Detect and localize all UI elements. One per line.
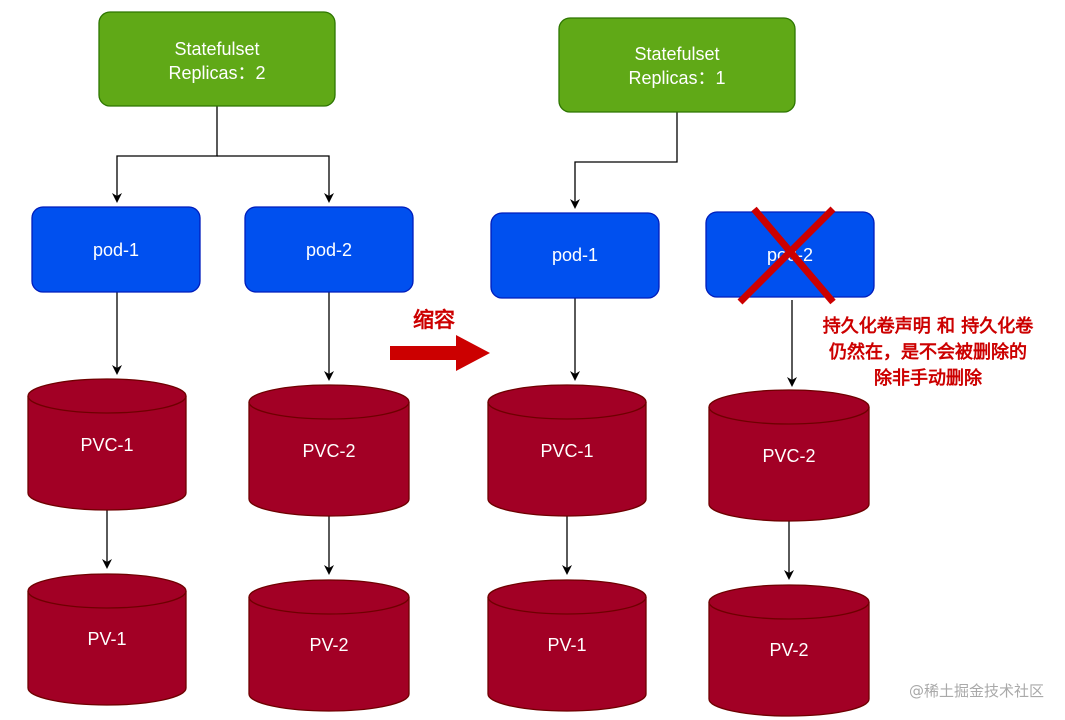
statefulset-node-right[interactable]: Statefulset Replicas：1 bbox=[558, 17, 796, 113]
cylinder-rim bbox=[248, 596, 410, 615]
pv-cylinder-right-2[interactable]: PV-2 bbox=[708, 584, 870, 717]
cylinder-body bbox=[248, 579, 410, 712]
statefulset-replicas: Replicas：1 bbox=[628, 68, 725, 88]
statefulset-node-left[interactable]: Statefulset Replicas：2 bbox=[98, 11, 336, 107]
note-line-3: 除非手动删除 bbox=[874, 367, 983, 389]
pv-label: PV-2 bbox=[769, 640, 808, 660]
cylinder-body bbox=[708, 584, 870, 717]
pod-box bbox=[244, 206, 414, 293]
pvc-cylinder-right-2[interactable]: PVC-2 bbox=[708, 389, 870, 522]
cylinder-body bbox=[487, 384, 647, 517]
pvc-cylinder-right-1[interactable]: PVC-1 bbox=[487, 384, 647, 517]
cylinder-body bbox=[27, 378, 187, 511]
statefulset-name: Statefulset bbox=[634, 44, 719, 64]
cylinder-rim bbox=[248, 401, 410, 420]
pod-box bbox=[490, 212, 660, 299]
pv-cylinder-left-1[interactable]: PV-1 bbox=[27, 573, 187, 706]
pod-node-right-1[interactable]: pod-1 bbox=[490, 212, 660, 299]
left-diagram: Statefulset Replicas：2 pod-1 pod-2 PVC-1… bbox=[27, 11, 414, 712]
pod-node-left-2[interactable]: pod-2 bbox=[244, 206, 414, 293]
cylinder-rim bbox=[487, 596, 647, 615]
right-diagram: Statefulset Replicas：1 pod-1 pod-2 持久化卷声… bbox=[487, 17, 1035, 717]
pod-label: pod-1 bbox=[552, 245, 598, 265]
cylinder-rim bbox=[27, 590, 187, 609]
cylinder-body bbox=[708, 389, 870, 522]
cylinder-rim bbox=[487, 401, 647, 420]
pv-cylinder-right-1[interactable]: PV-1 bbox=[487, 579, 647, 712]
pv-label: PV-1 bbox=[87, 629, 126, 649]
pvc-label: PVC-1 bbox=[80, 435, 133, 455]
pv-label: PV-1 bbox=[547, 635, 586, 655]
cylinder-body bbox=[248, 384, 410, 517]
scale-down-arrow-icon bbox=[390, 335, 490, 371]
pvc-label: PVC-2 bbox=[302, 441, 355, 461]
statefulset-replicas: Replicas：2 bbox=[168, 63, 265, 83]
note-line-1: 持久化卷声明 和 持久化卷 bbox=[823, 315, 1035, 337]
cylinder-rim bbox=[708, 406, 870, 425]
statefulset-box bbox=[558, 17, 796, 113]
scale-down-label: 缩容 bbox=[413, 308, 455, 332]
cylinder-body bbox=[27, 573, 187, 706]
pod-label: pod-2 bbox=[306, 240, 352, 260]
pvc-label: PVC-1 bbox=[540, 441, 593, 461]
watermark: @稀土掘金技术社区 bbox=[909, 682, 1044, 700]
statefulset-name: Statefulset bbox=[174, 39, 259, 59]
cylinder-body bbox=[487, 579, 647, 712]
note-line-2: 仍然在，是不会被删除的 bbox=[828, 341, 1027, 363]
pvc-cylinder-left-1[interactable]: PVC-1 bbox=[27, 378, 187, 511]
pvc-label: PVC-2 bbox=[762, 446, 815, 466]
pod-label: pod-1 bbox=[93, 240, 139, 260]
pvc-cylinder-left-2[interactable]: PVC-2 bbox=[248, 384, 410, 517]
deleted-x-icon bbox=[737, 206, 836, 305]
pv-label: PV-2 bbox=[309, 635, 348, 655]
retention-note: 持久化卷声明 和 持久化卷 仍然在，是不会被删除的 除非手动删除 bbox=[823, 315, 1035, 389]
connector-statefulset-to-pod-1 bbox=[570, 112, 678, 209]
scale-down-indicator: 缩容 bbox=[390, 308, 490, 371]
statefulset-box bbox=[98, 11, 336, 107]
connector-statefulset-to-pod-2 bbox=[217, 155, 334, 203]
cylinder-rim bbox=[708, 601, 870, 620]
pod-node-right-2-deleted[interactable]: pod-2 bbox=[705, 206, 875, 305]
cylinder-rim bbox=[27, 395, 187, 414]
pod-node-left-1[interactable]: pod-1 bbox=[31, 206, 201, 293]
pod-box bbox=[31, 206, 201, 293]
connector-statefulset-to-pod-1 bbox=[112, 106, 218, 203]
pv-cylinder-left-2[interactable]: PV-2 bbox=[248, 579, 410, 712]
